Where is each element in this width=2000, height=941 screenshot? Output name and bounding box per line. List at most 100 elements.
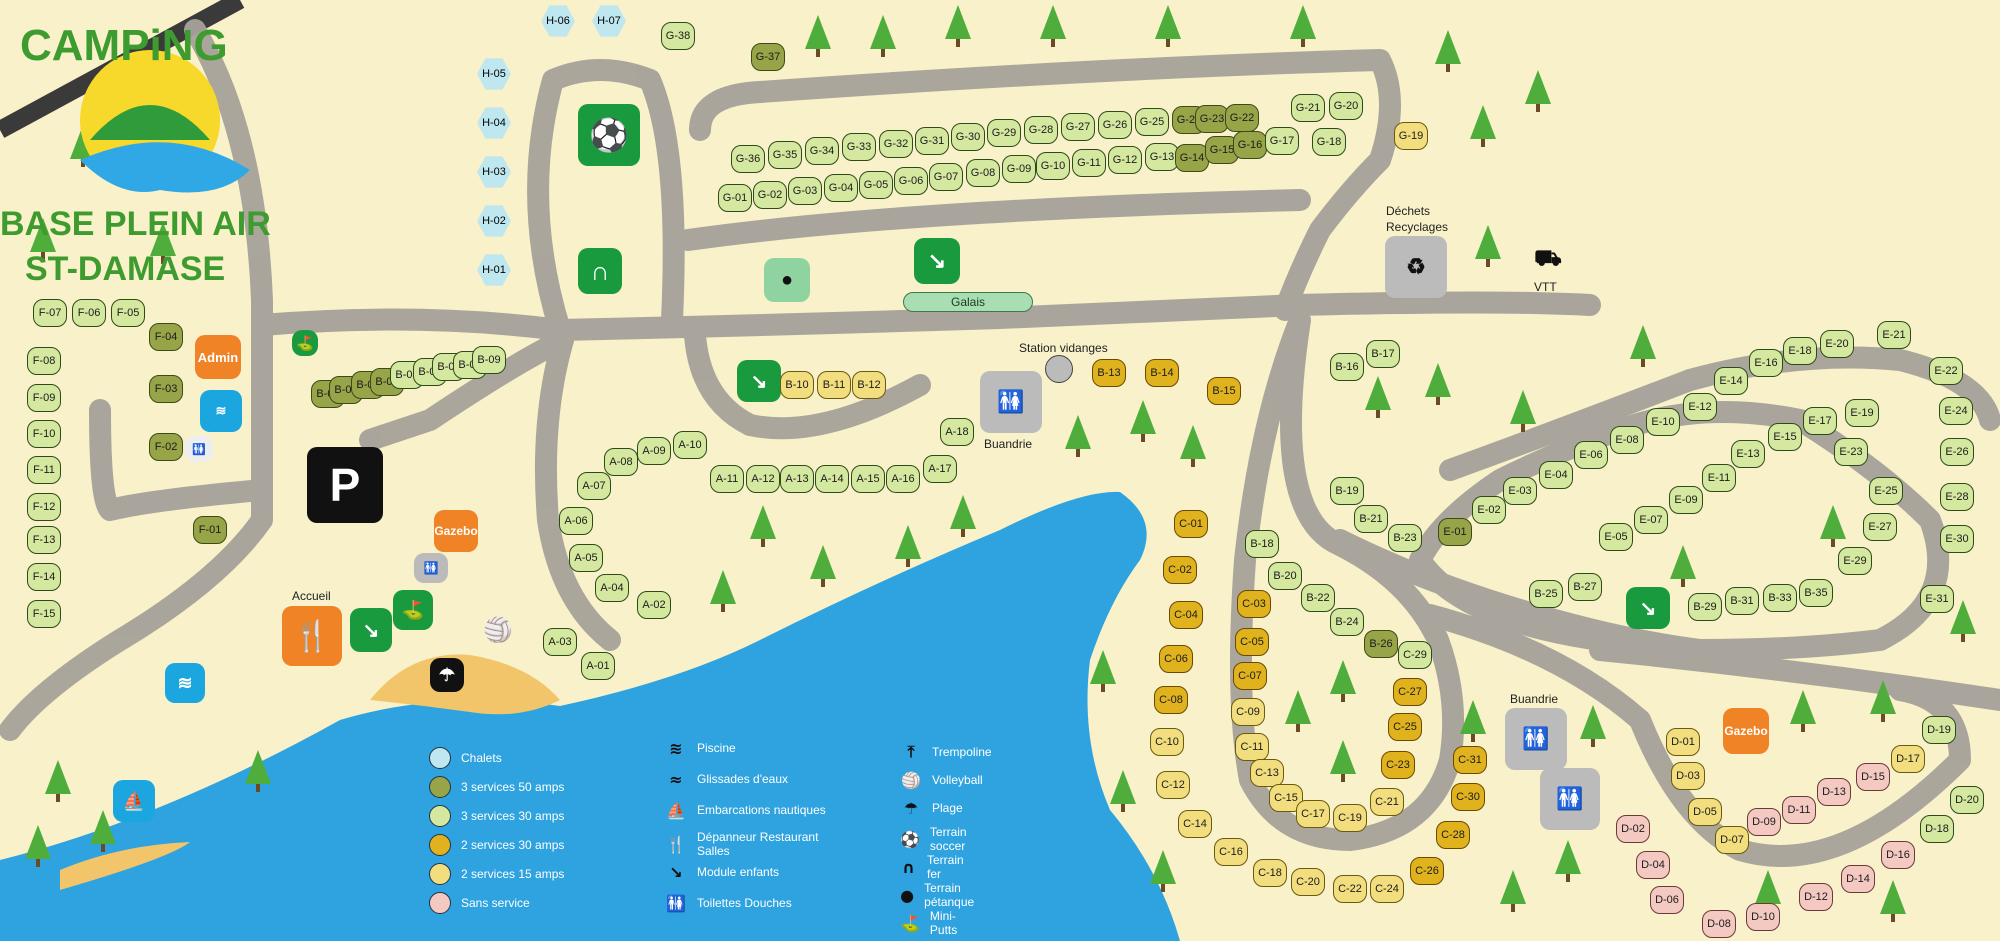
- campsite-f-13[interactable]: F-13: [27, 526, 61, 554]
- campsite-a-01[interactable]: A-01: [581, 652, 615, 680]
- restaurant-icon[interactable]: 🍴: [282, 606, 342, 666]
- campsite-e-06[interactable]: E-06: [1574, 441, 1608, 469]
- campsite-d-05[interactable]: D-05: [1688, 798, 1722, 826]
- campsite-g-04[interactable]: G-04: [824, 174, 858, 202]
- campsite-c-10[interactable]: C-10: [1150, 728, 1184, 756]
- campsite-g-16[interactable]: G-16: [1233, 131, 1267, 159]
- campsite-a-02[interactable]: A-02: [637, 591, 671, 619]
- campsite-c-17[interactable]: C-17: [1296, 800, 1330, 828]
- campsite-e-11[interactable]: E-11: [1702, 464, 1736, 492]
- campsite-c-15[interactable]: C-15: [1269, 784, 1303, 812]
- campsite-a-03[interactable]: A-03: [543, 628, 577, 656]
- toilets-icon[interactable]: 🚻: [185, 436, 213, 462]
- campsite-b-11[interactable]: B-11: [817, 371, 851, 399]
- campsite-e-18[interactable]: E-18: [1783, 337, 1817, 365]
- campsite-g-35[interactable]: G-35: [768, 141, 802, 169]
- campsite-c-19[interactable]: C-19: [1333, 804, 1367, 832]
- petanque-icon[interactable]: ●: [764, 258, 810, 302]
- swimming-pool-icon[interactable]: ≋: [200, 390, 242, 432]
- campsite-g-18[interactable]: G-18: [1312, 128, 1346, 156]
- campsite-c-26[interactable]: C-26: [1410, 857, 1444, 885]
- campsite-a-14[interactable]: A-14: [815, 465, 849, 493]
- campsite-b-23[interactable]: B-23: [1388, 524, 1422, 552]
- campsite-f-02[interactable]: F-02: [149, 433, 183, 461]
- campsite-g-23[interactable]: G-23: [1195, 105, 1229, 133]
- campsite-a-18[interactable]: A-18: [940, 418, 974, 446]
- campsite-b-22[interactable]: B-22: [1301, 584, 1335, 612]
- playground-icon[interactable]: ↘: [350, 608, 392, 652]
- campsite-d-18[interactable]: D-18: [1920, 815, 1954, 843]
- soccer-icon[interactable]: ⚽: [578, 104, 640, 166]
- campsite-c-29[interactable]: C-29: [1398, 641, 1432, 669]
- campsite-g-03[interactable]: G-03: [788, 177, 822, 205]
- campsite-d-06[interactable]: D-06: [1650, 886, 1684, 914]
- playground-icon[interactable]: ↘: [1626, 587, 1670, 629]
- campsite-a-11[interactable]: A-11: [710, 465, 744, 493]
- campsite-e-28[interactable]: E-28: [1940, 483, 1974, 511]
- campsite-b-12[interactable]: B-12: [852, 371, 886, 399]
- campsite-b-18[interactable]: B-18: [1245, 530, 1279, 558]
- campsite-g-14[interactable]: G-14: [1175, 144, 1209, 172]
- campsite-b-27[interactable]: B-27: [1568, 573, 1602, 601]
- toilets-icon[interactable]: 🚻: [414, 553, 448, 583]
- campsite-d-07[interactable]: D-07: [1715, 826, 1749, 854]
- campsite-a-04[interactable]: A-04: [595, 574, 629, 602]
- campsite-g-11[interactable]: G-11: [1072, 149, 1106, 177]
- horseshoe-icon[interactable]: ∩: [578, 248, 622, 294]
- campsite-e-21[interactable]: E-21: [1877, 321, 1911, 349]
- campsite-g-37[interactable]: G-37: [751, 43, 785, 71]
- campsite-b-24[interactable]: B-24: [1330, 608, 1364, 636]
- campsite-e-23[interactable]: E-23: [1834, 438, 1868, 466]
- campsite-g-12[interactable]: G-12: [1108, 146, 1142, 174]
- campsite-a-09[interactable]: A-09: [637, 437, 671, 465]
- campsite-f-06[interactable]: F-06: [72, 299, 106, 327]
- campsite-g-28[interactable]: G-28: [1024, 116, 1058, 144]
- campsite-e-01[interactable]: E-01: [1438, 518, 1472, 546]
- campsite-c-23[interactable]: C-23: [1381, 751, 1415, 779]
- campsite-g-32[interactable]: G-32: [879, 130, 913, 158]
- campsite-g-21[interactable]: G-21: [1291, 94, 1325, 122]
- campsite-e-08[interactable]: E-08: [1610, 426, 1644, 454]
- campsite-c-07[interactable]: C-07: [1233, 662, 1267, 690]
- campsite-d-15[interactable]: D-15: [1856, 763, 1890, 791]
- chalet-h-07[interactable]: H-07: [592, 5, 626, 37]
- beach-umbrella-icon[interactable]: ☂: [430, 658, 464, 692]
- campsite-d-13[interactable]: D-13: [1817, 778, 1851, 806]
- campsite-g-27[interactable]: G-27: [1061, 113, 1095, 141]
- campsite-d-10[interactable]: D-10: [1746, 903, 1780, 931]
- campsite-e-13[interactable]: E-13: [1731, 440, 1765, 468]
- campsite-b-17[interactable]: B-17: [1366, 340, 1400, 368]
- campsite-f-14[interactable]: F-14: [27, 563, 61, 591]
- campsite-b-16[interactable]: B-16: [1330, 353, 1364, 381]
- campsite-f-11[interactable]: F-11: [27, 456, 61, 484]
- campsite-g-01[interactable]: G-01: [718, 184, 752, 212]
- campsite-f-07[interactable]: F-07: [33, 299, 67, 327]
- campsite-e-10[interactable]: E-10: [1646, 408, 1680, 436]
- campsite-e-05[interactable]: E-05: [1599, 523, 1633, 551]
- campsite-g-02[interactable]: G-02: [753, 181, 787, 209]
- campsite-c-20[interactable]: C-20: [1291, 868, 1325, 896]
- campsite-e-02[interactable]: E-02: [1472, 496, 1506, 524]
- campsite-c-31[interactable]: C-31: [1453, 746, 1487, 774]
- campsite-e-29[interactable]: E-29: [1838, 547, 1872, 575]
- campsite-c-27[interactable]: C-27: [1393, 678, 1427, 706]
- campsite-g-08[interactable]: G-08: [966, 159, 1000, 187]
- campsite-b-29[interactable]: B-29: [1688, 593, 1722, 621]
- campsite-b-14[interactable]: B-14: [1145, 359, 1179, 387]
- campsite-a-06[interactable]: A-06: [559, 507, 593, 535]
- water-slide-icon[interactable]: ≋: [165, 663, 205, 703]
- campsite-b-15[interactable]: B-15: [1207, 377, 1241, 405]
- campsite-e-12[interactable]: E-12: [1683, 393, 1717, 421]
- campsite-d-09[interactable]: D-09: [1747, 808, 1781, 836]
- campsite-d-14[interactable]: D-14: [1841, 865, 1875, 893]
- campsite-c-05[interactable]: C-05: [1235, 628, 1269, 656]
- campsite-c-12[interactable]: C-12: [1156, 771, 1190, 799]
- campsite-a-13[interactable]: A-13: [780, 465, 814, 493]
- campsite-d-17[interactable]: D-17: [1891, 745, 1925, 773]
- campsite-d-08[interactable]: D-08: [1702, 910, 1736, 938]
- campsite-g-13[interactable]: G-13: [1145, 143, 1179, 171]
- campsite-f-08[interactable]: F-08: [27, 347, 61, 375]
- campsite-d-20[interactable]: D-20: [1950, 786, 1984, 814]
- campsite-b-19[interactable]: B-19: [1330, 477, 1364, 505]
- campsite-g-10[interactable]: G-10: [1036, 152, 1070, 180]
